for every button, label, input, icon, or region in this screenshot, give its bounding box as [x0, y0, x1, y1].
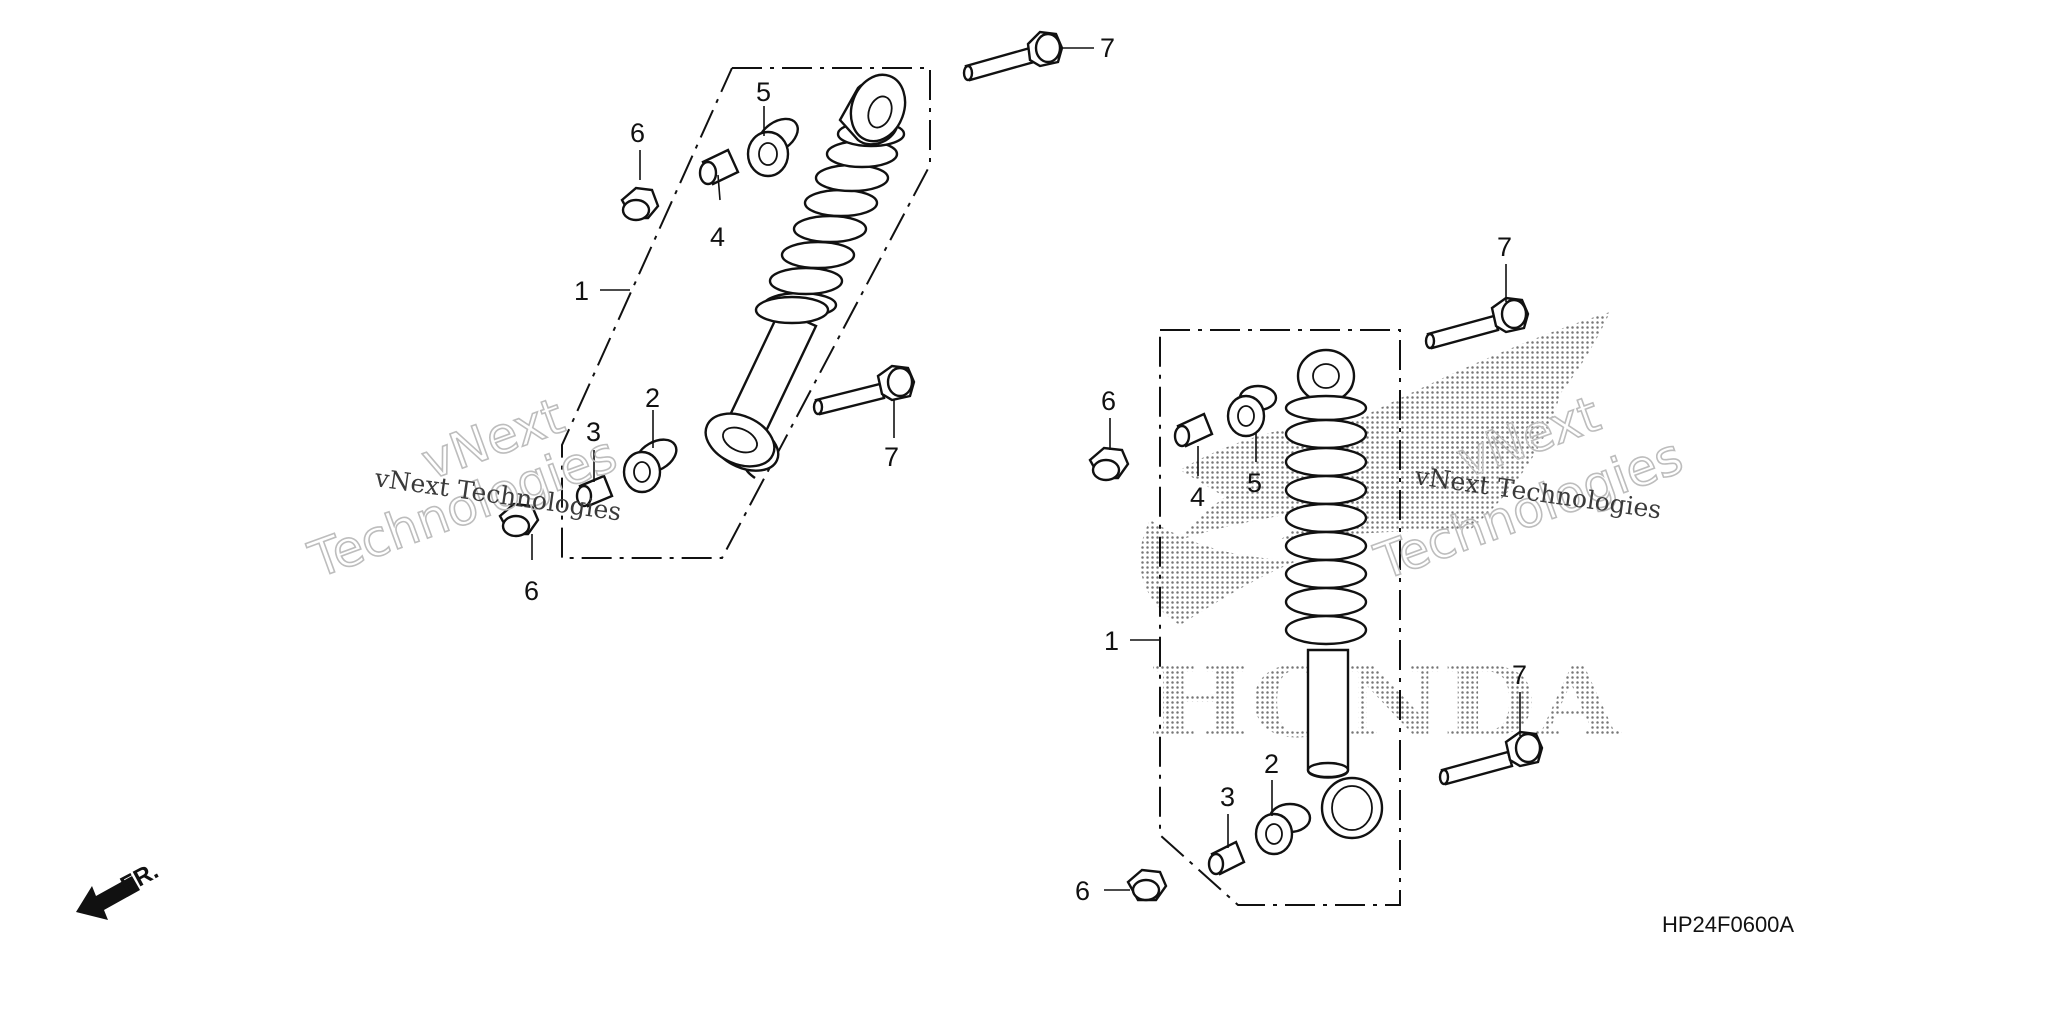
left-callout-5: 5 — [756, 77, 771, 107]
left-callout-6-lower: 6 — [524, 576, 539, 606]
right-collar-5-top — [1226, 384, 1278, 438]
left-callout-1: 1 — [574, 276, 589, 306]
front-arrow-icon — [76, 876, 140, 920]
left-bolt-7-lower — [812, 364, 916, 416]
left-bolt-7-top — [962, 30, 1064, 82]
right-callout-1: 1 — [1104, 626, 1119, 656]
right-callout-5: 5 — [1247, 468, 1262, 498]
left-callout-4: 4 — [710, 222, 725, 252]
left-bushing-3-lower — [575, 474, 614, 508]
honda-wing-logo: HONDA — [1140, 312, 1622, 759]
right-callout-6-lower: 6 — [1075, 876, 1090, 906]
right-bolt-7-top — [1424, 296, 1530, 350]
honda-logo-text: HONDA — [1148, 646, 1622, 759]
left-callout-7-lower: 7 — [884, 442, 899, 472]
right-callout-7-top: 7 — [1497, 232, 1512, 262]
left-callout-6-top: 6 — [630, 118, 645, 148]
watermark-left: vNext Technologies vNext Technologies — [301, 386, 625, 590]
front-direction-marker: FR. — [76, 857, 163, 920]
right-nut-6-top — [1088, 446, 1130, 482]
left-collar-2-lower — [622, 438, 678, 494]
left-callout-7-top: 7 — [1100, 33, 1115, 63]
right-callout-3: 3 — [1220, 782, 1235, 812]
right-bushing-3-lower — [1207, 840, 1246, 876]
right-collar-2-lower — [1254, 802, 1312, 856]
right-callout-7-lower: 7 — [1512, 660, 1527, 690]
right-callout-6-top: 6 — [1101, 386, 1116, 416]
right-shock-absorber — [1284, 348, 1384, 840]
left-bushing-4-top — [698, 148, 740, 186]
left-shock-absorber — [704, 73, 907, 479]
left-nut-6-top — [620, 186, 660, 222]
right-nut-6-lower — [1126, 868, 1168, 902]
drawing-code: HP24F0600A — [1662, 912, 1794, 937]
left-callout-3: 3 — [586, 417, 601, 447]
left-callout-2: 2 — [645, 383, 660, 413]
left-nut-6-lower — [498, 502, 540, 538]
right-shock-assembly: 1 2 3 4 5 6 6 7 7 — [1075, 232, 1544, 906]
left-collar-5-top — [746, 117, 799, 178]
right-callout-4: 4 — [1190, 482, 1205, 512]
right-bushing-4-top — [1173, 412, 1214, 448]
left-shock-assembly: 1 2 3 4 5 6 6 7 7 — [498, 30, 1115, 606]
right-callout-2: 2 — [1264, 749, 1279, 779]
right-bolt-7-lower — [1438, 730, 1544, 786]
